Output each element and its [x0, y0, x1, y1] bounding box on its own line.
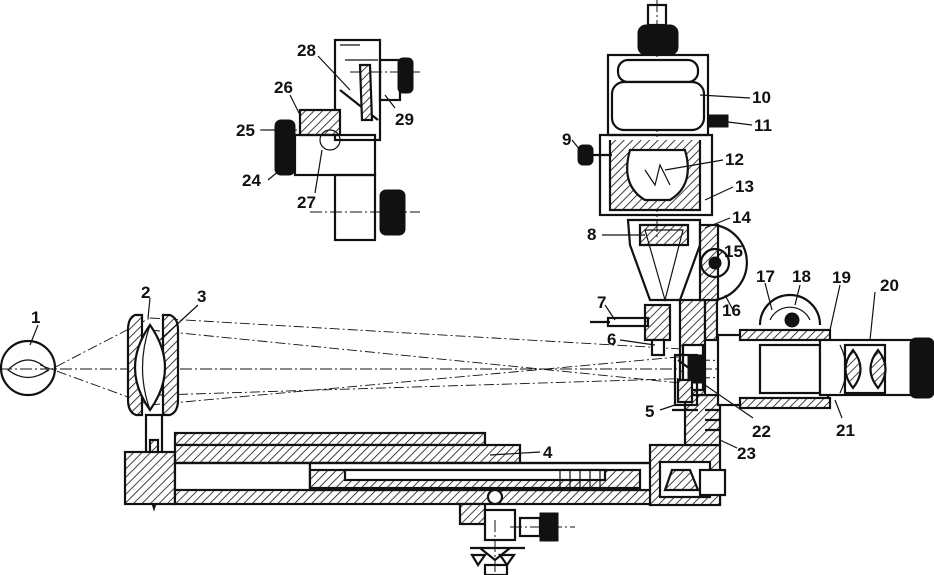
label-9: 9 [562, 130, 571, 149]
prism-housing [648, 393, 727, 507]
label-24: 24 [242, 171, 261, 190]
part-labels: 1 2 3 4 5 6 7 8 9 10 11 12 13 14 15 16 1… [31, 41, 899, 463]
objective-lens [126, 313, 180, 417]
label-6: 6 [607, 330, 616, 349]
condenser [590, 218, 702, 357]
label-26: 26 [274, 78, 293, 97]
label-29: 29 [395, 110, 414, 129]
label-28: 28 [297, 41, 316, 60]
label-8: 8 [587, 225, 596, 244]
label-10: 10 [752, 88, 771, 107]
label-17: 17 [756, 267, 775, 286]
label-16: 16 [722, 301, 741, 320]
lower-support [458, 502, 575, 575]
label-3: 3 [197, 287, 206, 306]
label-2: 2 [141, 283, 150, 302]
label-11: 11 [754, 116, 772, 135]
label-21: 21 [836, 421, 855, 440]
dials [699, 223, 822, 328]
label-5: 5 [645, 402, 654, 421]
inset-detail [260, 38, 420, 242]
slit-assembly [672, 353, 699, 412]
lamp-housing [577, 0, 729, 240]
label-23: 23 [737, 444, 756, 463]
label-4: 4 [543, 443, 553, 462]
eyepiece-tube [716, 328, 934, 410]
label-12: 12 [725, 150, 744, 169]
rail-body [123, 431, 722, 506]
label-13: 13 [735, 177, 754, 196]
eye-drawing [0, 339, 57, 397]
label-25: 25 [236, 121, 255, 140]
label-18: 18 [792, 267, 811, 286]
label-27: 27 [297, 193, 316, 212]
label-14: 14 [732, 208, 751, 227]
label-1: 1 [31, 308, 40, 327]
label-7: 7 [597, 293, 606, 312]
leader-lines [29, 55, 876, 456]
label-15: 15 [724, 242, 743, 261]
label-19: 19 [832, 268, 851, 287]
label-22: 22 [752, 422, 771, 441]
label-20: 20 [880, 276, 899, 295]
